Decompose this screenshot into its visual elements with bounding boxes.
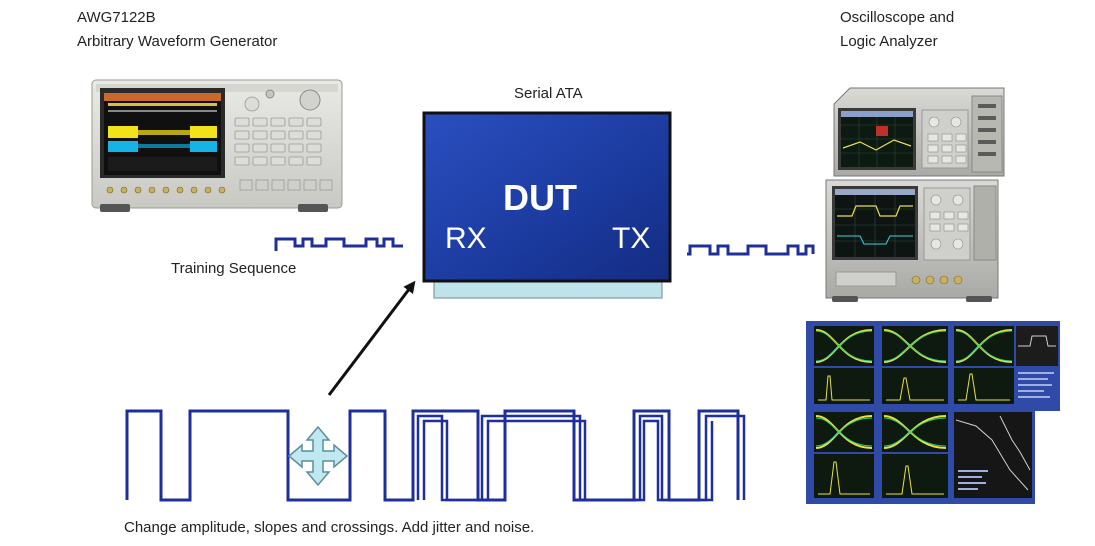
serial-ata-label: Serial ATA: [514, 85, 583, 102]
scope-label-line1: Oscilloscope and: [840, 9, 955, 26]
input-arrow: [327, 280, 416, 396]
dut-block: [422, 111, 672, 299]
output-waveform: [687, 244, 815, 256]
training-sequence-waveform: [274, 237, 403, 251]
dut-box: [422, 111, 672, 283]
awg-model-label: AWG7122B: [77, 9, 156, 26]
oscilloscope-instrument-image: [825, 87, 1005, 302]
dut-rx-label: RX: [445, 222, 487, 255]
dut-title: DUT: [503, 177, 577, 218]
awg-name-label: Arbitrary Waveform Generator: [77, 33, 278, 50]
eye-diagram-display-image: [806, 321, 1060, 504]
awg-instrument-image: [91, 79, 343, 212]
scope-label-line2: Logic Analyzer: [840, 33, 938, 50]
move-arrows-icon: [287, 425, 349, 487]
modified-waveform: [125, 409, 746, 502]
training-sequence-label: Training Sequence: [171, 260, 297, 277]
caption-text: Change amplitude, slopes and crossings. …: [124, 519, 535, 536]
dut-tx-label: TX: [612, 222, 651, 255]
